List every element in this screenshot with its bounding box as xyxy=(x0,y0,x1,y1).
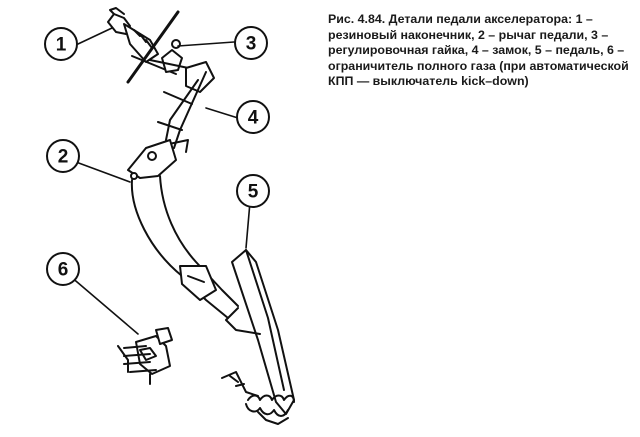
pedal-diagram: 1 2 3 4 5 6 xyxy=(44,7,295,425)
callout-number-5: 5 xyxy=(248,182,259,203)
rubber-tip xyxy=(107,7,159,63)
callout-circle-2 xyxy=(46,139,80,173)
figure-caption: Рис. 4.84. Детали педали акселератора: 1… xyxy=(328,12,629,89)
leader-lines xyxy=(69,27,251,335)
callout-number-6: 6 xyxy=(58,260,69,281)
callout-circle-4 xyxy=(236,100,270,134)
callout-circle-3 xyxy=(234,26,268,60)
callout-circle-5 xyxy=(236,174,270,208)
callout-number-3: 3 xyxy=(246,34,257,55)
pedal-lock xyxy=(149,61,215,153)
pedal-lever xyxy=(127,139,239,319)
callout-number-1: 1 xyxy=(56,35,67,56)
pedal-pad xyxy=(221,249,295,425)
callout-number-4: 4 xyxy=(248,108,259,129)
callout-circle-6 xyxy=(46,252,80,286)
callout-number-2: 2 xyxy=(58,147,69,168)
throttle-stop xyxy=(117,327,173,385)
pedal-drawing: 1 2 3 4 5 6 xyxy=(44,7,295,425)
callout-circle-1 xyxy=(44,27,78,61)
